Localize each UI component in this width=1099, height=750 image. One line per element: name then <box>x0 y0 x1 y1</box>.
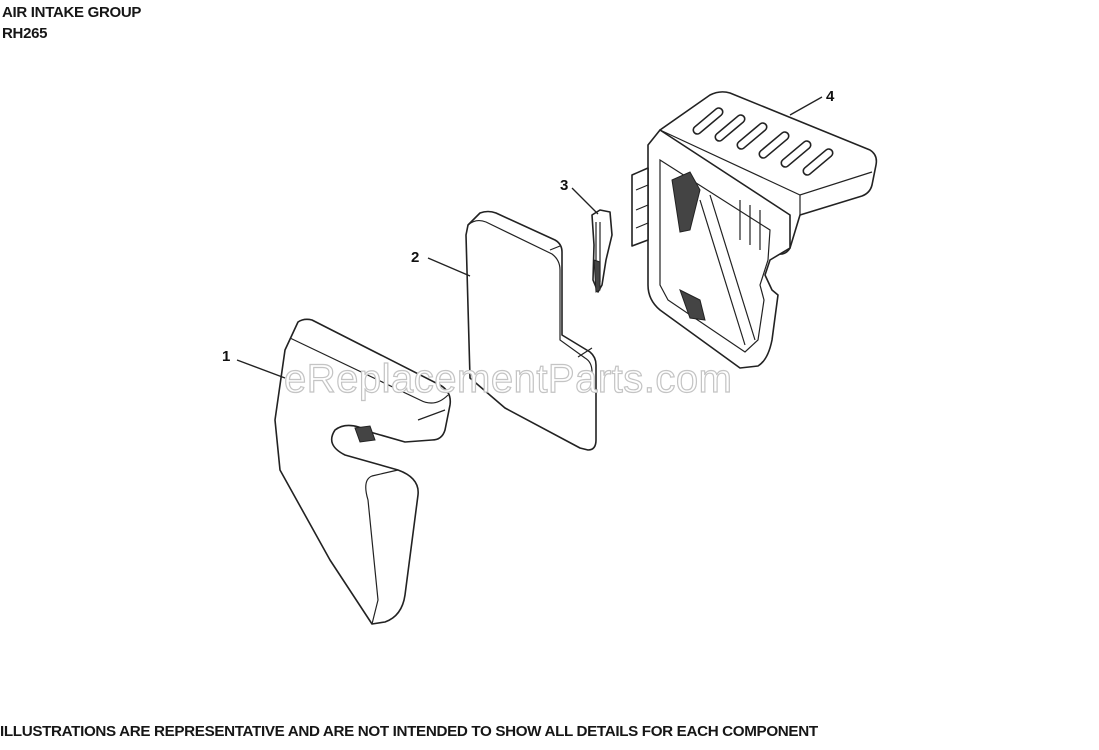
part-1-air-cleaner-cover[interactable] <box>274 318 452 625</box>
diagram-title: AIR INTAKE GROUP <box>2 4 142 21</box>
model-number: RH265 <box>2 25 48 42</box>
vent-slots <box>692 107 834 176</box>
leader-lines <box>236 96 823 379</box>
callout-3[interactable]: 3 <box>560 177 568 194</box>
callout-4[interactable]: 4 <box>826 88 835 105</box>
callout-2[interactable]: 2 <box>411 249 419 266</box>
callout-1[interactable]: 1 <box>222 348 230 365</box>
diagram-header: AIR INTAKE GROUP RH265 <box>2 2 141 44</box>
part-4-air-cleaner-case[interactable] <box>631 91 878 369</box>
part-2-air-filter-element[interactable] <box>465 210 597 451</box>
disclaimer-text: ILLUSTRATIONS ARE REPRESENTATIVE AND ARE… <box>0 723 818 740</box>
watermark: eReplacementParts.com <box>284 357 732 401</box>
part-3-clip[interactable] <box>591 209 613 293</box>
